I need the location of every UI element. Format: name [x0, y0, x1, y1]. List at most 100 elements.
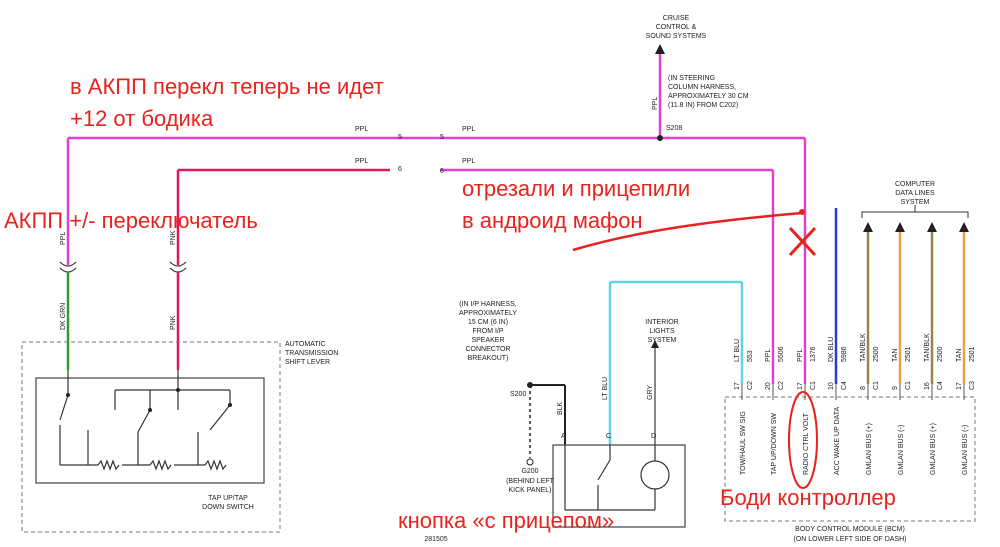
bcm-col-2: PPL 1376 17 C1 RADIO CTRL VOLT [797, 346, 817, 475]
bcm-col-4: TAN/BLK 2500 8 C1 GMLAN BUS (+) [860, 333, 880, 475]
svg-text:GMLAN BUS (+): GMLAN BUS (+) [930, 423, 937, 475]
wire-label: PPL [462, 158, 475, 165]
bcm-col-1: PPL 5506 20 C2 TAP UP/DOWN SW [765, 346, 785, 475]
wire-label: PPL [355, 126, 368, 133]
shift-lever-box [21, 341, 281, 533]
svg-text:8: 8 [860, 386, 867, 390]
svg-text:553: 553 [747, 350, 754, 362]
svg-text:C1: C1 [905, 381, 912, 390]
wire-label: PNK [170, 315, 177, 330]
svg-text:TOW/HAUL SW SIG: TOW/HAUL SW SIG [740, 411, 747, 475]
cruise-label: CRUISE [663, 15, 690, 22]
wire-label: LT BLU [602, 377, 609, 400]
ip-note: (IN I/P HARNESS, [459, 301, 516, 308]
svg-text:SYSTEM: SYSTEM [901, 199, 930, 206]
svg-text:TAP UP/DOWN SW: TAP UP/DOWN SW [771, 413, 778, 475]
svg-text:TAN: TAN [892, 349, 899, 362]
svg-text:1376: 1376 [810, 346, 817, 362]
svg-text:C1: C1 [810, 381, 817, 390]
cut-point-dot [799, 209, 805, 215]
radio-ctrl-circle [788, 391, 818, 489]
wire-label: BLK [557, 401, 564, 415]
svg-text:2501: 2501 [905, 346, 912, 362]
wire-label: PPL [60, 232, 67, 245]
svg-text:C2: C2 [778, 381, 785, 390]
connector-icon [59, 267, 77, 273]
ground-label: G200 [521, 468, 538, 475]
pin-label: A [561, 433, 566, 440]
annotation-left: АКПП +/- переключатель [4, 208, 258, 233]
svg-text:SHIFT LEVER: SHIFT LEVER [285, 359, 330, 366]
svg-text:C1: C1 [873, 381, 880, 390]
annotation-cut-line1: отрезали и прицепили [462, 176, 691, 201]
splice-label: S208 [666, 125, 682, 132]
tap-switch-box [35, 377, 265, 484]
svg-text:APPROXIMATELY: APPROXIMATELY [459, 310, 517, 317]
bcm-col-3: DK BLU 5986 10 C4 ACC WAKE UP DATA [828, 337, 848, 475]
arrow-up-icon [655, 44, 665, 54]
annotation-bcm: Боди контроллер [720, 485, 896, 510]
wire-label: DK GRN [60, 303, 67, 330]
bcm-col-7: TAN 2501 17 C3 GMLAN BUS (-) [956, 346, 976, 475]
svg-text:ACC WAKE UP DATA: ACC WAKE UP DATA [834, 406, 841, 475]
svg-text:TAN/BLK: TAN/BLK [860, 333, 867, 362]
svg-text:C3: C3 [969, 381, 976, 390]
svg-text:C4: C4 [841, 381, 848, 390]
svg-text:(ON LOWER LEFT SIDE OF DASH): (ON LOWER LEFT SIDE OF DASH) [793, 536, 906, 543]
svg-text:17: 17 [734, 382, 741, 390]
svg-text:RADIO CTRL VOLT: RADIO CTRL VOLT [803, 412, 810, 475]
tow-switch-box [552, 444, 686, 528]
splice-s208-dot [657, 135, 663, 141]
figure-id: 281505 [424, 536, 447, 543]
svg-text:C2: C2 [747, 381, 754, 390]
svg-text:(BEHIND LEFT: (BEHIND LEFT [506, 478, 555, 485]
switch-network [59, 370, 231, 471]
svg-text:GMLAN BUS (-): GMLAN BUS (-) [898, 425, 905, 475]
svg-text:COLUMN HARNESS,: COLUMN HARNESS, [668, 84, 736, 91]
wire-label: PPL [652, 97, 659, 110]
data-lines-arrows [863, 222, 969, 232]
bcm-title: BODY CONTROL MODULE (BCM) [795, 526, 905, 533]
annotation-top-line2: +12 от бодика [70, 106, 214, 131]
bcm-col-6: TAN/BLK 2500 16 C4 GMLAN BUS (+) [924, 333, 944, 475]
svg-text:SOUND SYSTEMS: SOUND SYSTEMS [646, 33, 707, 40]
svg-text:17: 17 [797, 382, 804, 390]
pin-label: 5 [440, 134, 444, 141]
wire-label: PPL [355, 158, 368, 165]
pin-label: 5 [398, 134, 402, 141]
shift-lever-label: AUTOMATIC [285, 341, 326, 348]
svg-text:KICK PANEL): KICK PANEL) [508, 487, 551, 494]
svg-text:DATA LINES: DATA LINES [895, 190, 935, 197]
computer-label: COMPUTER [895, 181, 935, 188]
svg-text:2500: 2500 [937, 346, 944, 362]
ground-icon [526, 458, 534, 466]
tap-switch-label: TAP UP/TAP [208, 495, 248, 502]
connector-icon [169, 261, 187, 267]
svg-text:20: 20 [765, 382, 772, 390]
svg-text:APPROXIMATELY 30 CM: APPROXIMATELY 30 CM [668, 93, 749, 100]
svg-text:DK BLU: DK BLU [828, 337, 835, 362]
bracket [861, 211, 969, 218]
svg-text:SYSTEM: SYSTEM [648, 337, 677, 344]
bcm-box [724, 396, 976, 522]
svg-text:2501: 2501 [969, 346, 976, 362]
steering-note: (IN STEERING [668, 75, 715, 82]
bcm-col-5: TAN 2501 9 C1 GMLAN BUS (-) [892, 346, 912, 475]
svg-text:(11.8 IN) FROM C202): (11.8 IN) FROM C202) [668, 102, 738, 109]
svg-text:LIGHTS: LIGHTS [649, 328, 675, 335]
pin-label: 6 [440, 168, 444, 175]
annotation-cut-line2: в андроид мафон [462, 208, 643, 233]
svg-text:5506: 5506 [778, 346, 785, 362]
annotation-button: кнопка «с прицепом» [398, 508, 615, 533]
svg-text:GMLAN BUS (+): GMLAN BUS (+) [866, 423, 873, 475]
svg-text:15 CM (6 IN): 15 CM (6 IN) [468, 319, 508, 326]
pin-label: C [606, 433, 611, 440]
tow-switch-internal [564, 445, 670, 511]
svg-text:PPL: PPL [765, 349, 772, 362]
wire-label: PNK [170, 230, 177, 245]
svg-text:LT BLU: LT BLU [734, 339, 741, 362]
wire-label: GRY [647, 385, 654, 400]
svg-text:CONTROL &: CONTROL & [656, 24, 697, 31]
pin-label: 6 [398, 166, 402, 173]
connector-icon [169, 267, 187, 273]
